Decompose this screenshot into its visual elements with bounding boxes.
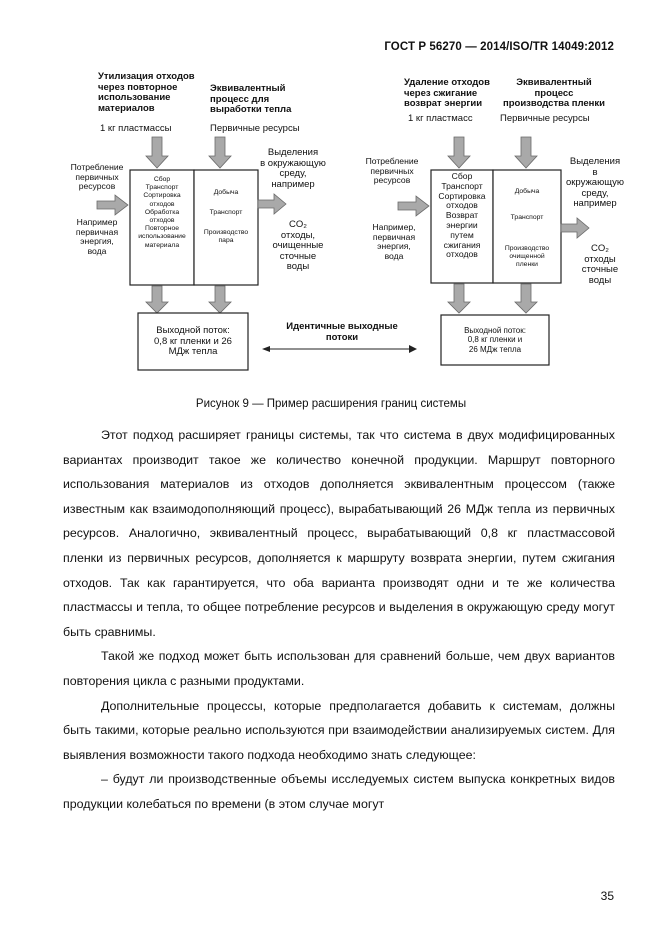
arrow-output-left [257,193,287,215]
right-box-production: Производство очищенной пленки [504,245,550,269]
left-box-transport: Транспорт [209,209,243,216]
process-box-right-a [430,169,494,284]
right-box-extraction: Добыча [514,188,540,195]
identical-flows-arrowhead-left [262,346,270,352]
left-input-consumption: Потребление первичных ресурсов [70,162,124,192]
left-output-list: CO₂ отходы, очищенные сточные воды [272,219,324,272]
paragraph-4-bullet: – будут ли производственные объемы иссле… [63,772,615,811]
page-number: 35 [600,889,614,903]
right-input-example: Например, первичная энергия, вода [372,222,416,261]
paragraph-3: Дополнительные процессы, которые предпол… [63,698,615,762]
body-text: Этот подход расширяет границы системы, т… [63,423,615,817]
right-output-list: CO₂ отходы сточные воды [581,243,619,286]
arrow-input-left [96,194,129,216]
right-output-emissions: Выделения в окружающую среду, например [565,156,625,209]
arrow-down-right-out-a [447,283,471,314]
right-box-transport: Транспорт [510,214,544,221]
left-output-emissions: Выделения в окружающую среду, например [260,147,326,190]
arrow-down-left-out-b [208,285,232,314]
arrow-down-right-incineration [447,136,471,169]
arrow-down-left-recycling [145,136,169,169]
paragraph-1: Этот подход расширяет границы системы, т… [63,428,615,639]
arrow-down-left-out-a [145,285,169,314]
right-resource-equivalent: Первичные ресурсы [500,113,590,124]
paragraph-2: Такой же подход может быть использован д… [63,649,615,688]
document-header: ГОСТ Р 56270 — 2014/ISO/TR 14049:2012 [384,41,614,53]
left-box-steps: Сбор Транспорт Сортировка отходов Обрабо… [138,176,186,249]
right-title-equivalent: Эквивалентный процесс производства пленк… [502,77,606,109]
right-box-steps: Сбор Транспорт Сортировка отходов Возвра… [438,171,486,260]
left-box-production: Производство пара [203,229,249,245]
system-boundary-diagram: Утилизация отходов через повторное испол… [0,0,662,400]
left-title-recycling: Утилизация отходов через повторное испол… [98,71,195,114]
figure-caption: Рисунок 9 — Пример расширения границ сис… [195,398,467,410]
arrow-input-right [397,195,430,217]
left-output-flow: Выходной поток: 0,8 кг пленки и 26 МДж т… [154,325,232,357]
left-input-example: Например первичная энергия, вода [75,217,119,256]
diagram-shapes [96,136,590,371]
output-box-left [137,312,249,371]
left-title-equivalent: Эквивалентный процесс для выработки тепл… [210,83,292,115]
arrow-down-left-equivalent [208,136,232,169]
process-box-right-b [492,169,562,284]
process-box-left-b [193,169,259,286]
output-box-right [440,314,550,366]
left-box-extraction: Добыча [213,189,239,196]
identical-flows-label: Идентичные выходные потоки [286,321,398,343]
left-resource-recycling: 1 кг пластмассы [100,123,172,134]
arrow-output-right [560,217,590,239]
right-output-flow: Выходной поток: 0,8 кг пленки и 26 МДж т… [464,326,526,354]
right-title-incineration: Удаление отходов через сжигание возврат … [404,77,490,109]
right-resource-incineration: 1 кг пластмасс [408,113,473,124]
right-input-consumption: Потребление первичных ресурсов [365,156,419,186]
arrow-down-right-equivalent [514,136,538,169]
arrow-down-right-out-b [514,283,538,314]
left-resource-equivalent: Первичные ресурсы [210,123,300,134]
